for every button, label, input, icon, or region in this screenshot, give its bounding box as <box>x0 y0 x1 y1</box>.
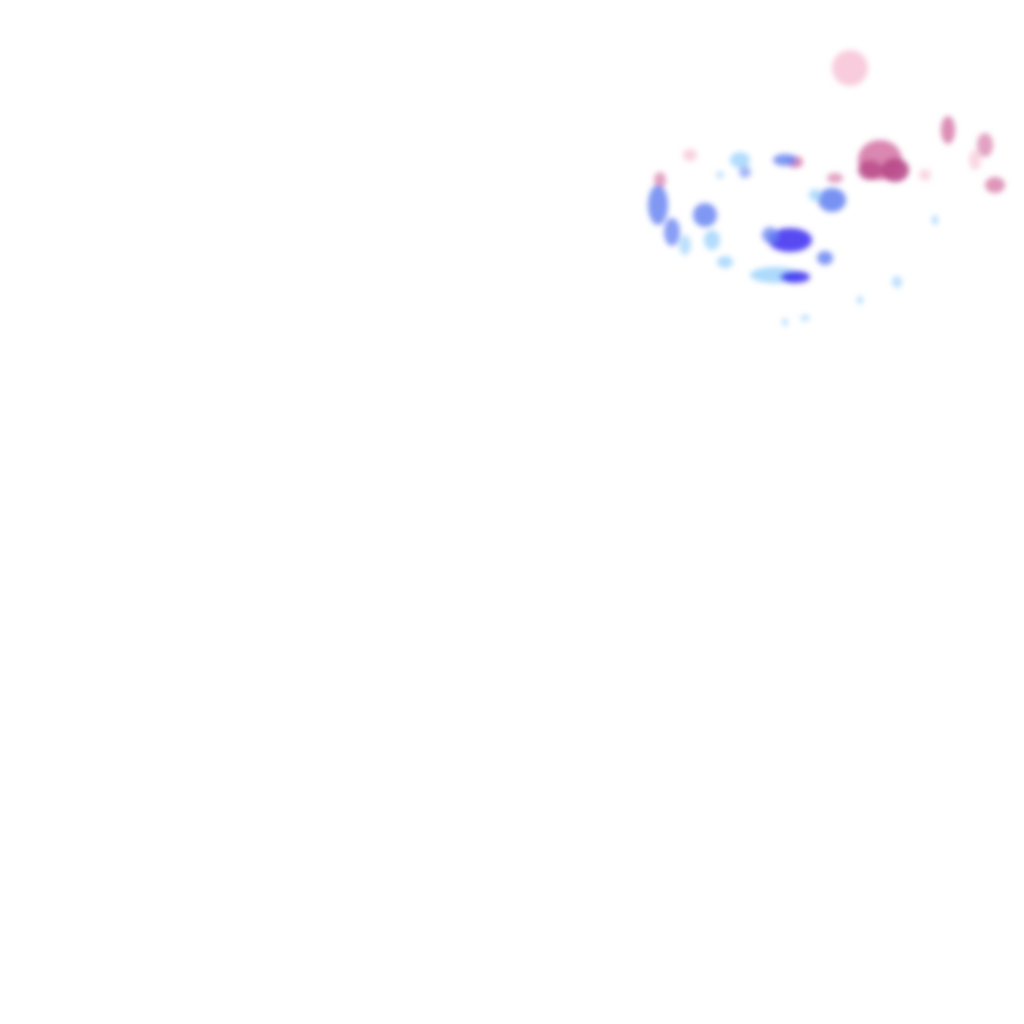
precipitation-echo-mix-moderate <box>654 172 666 188</box>
precipitation-echo-rain-moderate <box>693 203 717 227</box>
precipitation-echo-rain-light <box>782 318 788 326</box>
precipitation-echo-mix-light <box>683 149 697 161</box>
precipitation-echo-rain-light <box>800 315 810 321</box>
precipitation-echo-rain-moderate <box>818 188 846 212</box>
precipitation-echo-mix-heavy <box>881 158 909 182</box>
precipitation-echo-rain-light <box>730 152 750 168</box>
precipitation-echo-rain-light <box>857 296 863 304</box>
precipitation-echo-mix-light <box>832 50 868 86</box>
precipitation-echo-rain-moderate <box>664 218 680 246</box>
precipitation-echo-rain-light <box>892 276 902 288</box>
precipitation-echo-rain-light <box>932 215 938 225</box>
precipitation-echo-rain-moderate <box>773 154 797 166</box>
precipitation-echo-mix-light <box>919 169 931 181</box>
precipitation-echo-mix-moderate <box>985 177 1005 193</box>
precipitation-echo-rain-moderate <box>739 166 751 178</box>
precipitation-echo-rain-light <box>679 235 691 255</box>
precipitation-echo-rain-moderate <box>762 227 778 243</box>
precipitation-echo-rain-light <box>716 171 724 179</box>
precipitation-echo-rain-light <box>717 256 733 268</box>
precipitation-echo-rain-moderate <box>817 251 833 265</box>
precipitation-echo-rain-light <box>704 230 720 250</box>
precipitation-echo-mix-moderate <box>977 133 993 157</box>
precipitation-echo-rain-heavy <box>768 228 812 252</box>
precipitation-echo-rain-light <box>809 189 821 201</box>
precipitation-echo-mix-moderate <box>827 173 843 183</box>
precipitation-echo-rain-moderate <box>648 185 668 225</box>
precipitation-echo-mix-light <box>969 150 981 170</box>
precipitation-echo-mix-moderate <box>941 116 955 144</box>
precipitation-echo-rain-heavy <box>780 271 810 283</box>
precipitation-echo-mix-heavy <box>858 160 882 180</box>
